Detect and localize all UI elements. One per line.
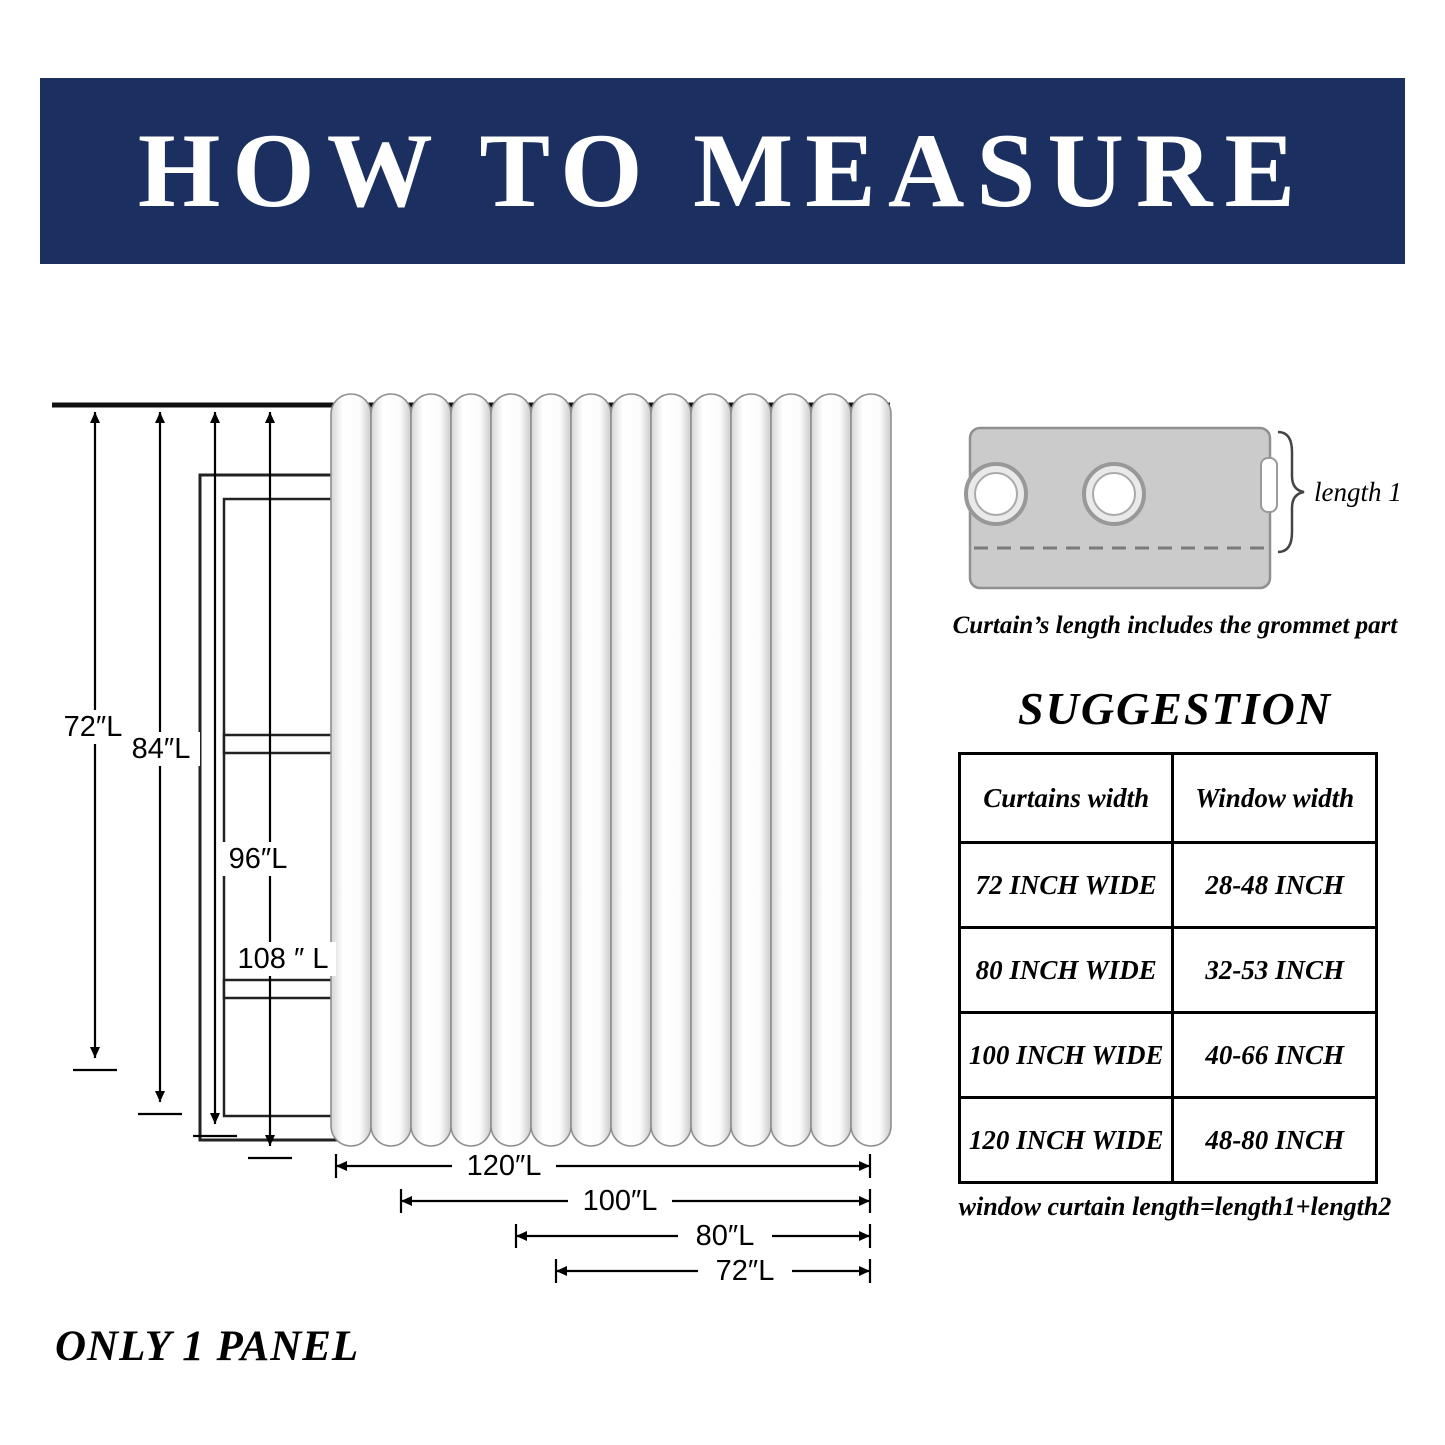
curtain-fold: [410, 393, 452, 1147]
curtain-fold: [370, 393, 412, 1147]
table-header-curtains-width: Curtains width: [957, 752, 1175, 844]
table-header-window-width: Window width: [1171, 752, 1378, 844]
curtain: [330, 393, 892, 1147]
grommet-hole-1: [974, 472, 1018, 516]
table-row: 72 INCH WIDE 28-48 INCH: [957, 841, 1378, 929]
suggestion-title: SUGGESTION: [1018, 683, 1332, 734]
suggestion-table: Curtains width Window width 72 INCH WIDE…: [957, 752, 1378, 1184]
curtain-fold: [450, 393, 492, 1147]
grommet-caption: Curtain’s length includes the grommet pa…: [952, 612, 1398, 639]
curtain-fold: [850, 393, 892, 1147]
table-header-row: Curtains width Window width: [957, 752, 1378, 844]
dimension-label-72l: 72″L: [64, 711, 123, 743]
window-inner-frame: [222, 497, 339, 1118]
curtain-measurement-diagram: 72″L 84″L 96″L 108 ″ L 120″L: [52, 393, 892, 1287]
length-formula-note: window curtain length=length1+length2: [958, 1192, 1392, 1221]
curtain-fold: [330, 393, 372, 1147]
length1-label: length 1: [1314, 477, 1402, 507]
table-cell: 28-48 INCH: [1171, 841, 1378, 929]
dimension-label-120l: 120″L: [467, 1150, 542, 1182]
table-cell: 72 INCH WIDE: [957, 841, 1175, 929]
curtain-fold: [810, 393, 852, 1147]
length1-brace: [1277, 430, 1305, 554]
curtain-fold: [570, 393, 612, 1147]
dimension-label-72l-width: 72″L: [716, 1255, 775, 1287]
window-frame: [198, 473, 339, 1142]
title-banner: HOW TO MEASURE: [40, 78, 1405, 264]
grommet-illustration: length 1: [964, 426, 1402, 590]
dimension-label-96l: 96″L: [229, 843, 288, 875]
table-cell: 80 INCH WIDE: [957, 926, 1175, 1014]
curtain-fold: [610, 393, 652, 1147]
label-bg: [698, 1254, 792, 1287]
table-cell: 48-80 INCH: [1171, 1096, 1378, 1184]
curtain-fold: [690, 393, 732, 1147]
table-cell: 120 INCH WIDE: [957, 1096, 1175, 1184]
label-bg: [54, 710, 132, 744]
dimension-label-80l: 80″L: [696, 1220, 755, 1252]
table-cell: 32-53 INCH: [1171, 926, 1378, 1014]
dimension-label-84l: 84″L: [132, 733, 191, 765]
window-bar-upper: [222, 733, 339, 755]
label-bg: [122, 732, 200, 766]
dimension-label-108l: 108 ″ L: [238, 943, 329, 975]
curtain-fold: [490, 393, 532, 1147]
tape-tab: [1260, 457, 1278, 513]
label-bg: [678, 1219, 772, 1252]
dimension-label-100l: 100″L: [583, 1185, 658, 1217]
horizontal-dimension-labels: 120″L 100″L 80″L 72″L: [452, 1149, 792, 1287]
table-row: 80 INCH WIDE 32-53 INCH: [957, 926, 1378, 1014]
curtain-fold: [650, 393, 692, 1147]
table-row: 100 INCH WIDE 40-66 INCH: [957, 1011, 1378, 1099]
label-bg: [452, 1149, 556, 1182]
curtain-fold: [530, 393, 572, 1147]
table-cell: 100 INCH WIDE: [957, 1011, 1175, 1099]
label-bg: [568, 1184, 672, 1217]
page-title: HOW TO MEASURE: [137, 112, 1308, 229]
table-row: 120 INCH WIDE 48-80 INCH: [957, 1096, 1378, 1184]
curtain-fold: [770, 393, 812, 1147]
label-bg: [218, 842, 298, 876]
label-bg: [230, 942, 336, 976]
panel-count-note: ONLY 1 PANEL: [55, 1323, 360, 1370]
vertical-dimension-arrows: [73, 412, 292, 1160]
grommet-hole-2: [1092, 472, 1136, 516]
window-bar-lower: [222, 978, 339, 1000]
curtain-fold: [730, 393, 772, 1147]
vertical-dimension-labels: 72″L 84″L 96″L 108 ″ L: [54, 710, 336, 976]
table-cell: 40-66 INCH: [1171, 1011, 1378, 1099]
